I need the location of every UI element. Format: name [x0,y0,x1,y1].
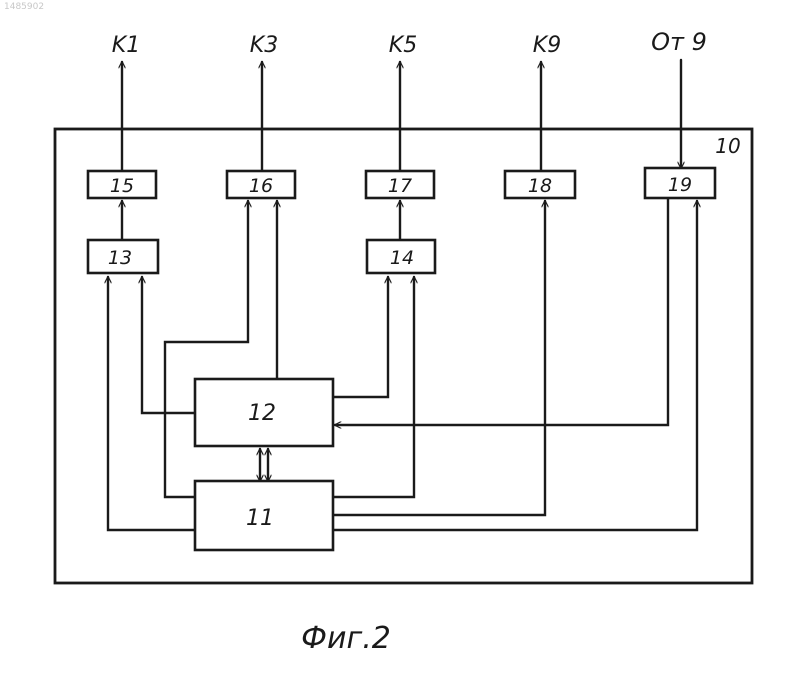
line-11-to-14 [333,277,414,497]
line-19-to-12 [335,198,668,425]
terminal-k1: K1 [112,33,140,58]
terminal-k3: K3 [250,33,278,58]
block-19: 19 [645,168,715,198]
line-12-to-13 [142,277,195,413]
block-15-label: 15 [110,175,134,197]
line-11-to-18 [333,201,545,515]
line-11-to-13 [108,277,195,530]
block-12-label: 12 [248,401,276,426]
block-16: 16 [227,171,295,198]
figure-caption: Фиг.2 [301,621,391,656]
terminal-k9: K9 [533,33,561,58]
terminal-from9: От 9 [651,28,707,56]
block-18-label: 18 [528,175,552,197]
block-17: 17 [366,171,434,198]
block-11-label: 11 [246,506,274,531]
block-15: 15 [88,171,156,198]
line-11-to-16 [165,201,248,497]
block-14-label: 14 [390,247,414,269]
block-14: 14 [367,240,435,273]
block-13-label: 13 [108,247,132,269]
block-18: 18 [505,171,575,198]
block-12: 12 [195,379,333,446]
corner-id-text: 1485902 [4,2,44,12]
block-13: 13 [88,240,158,273]
block-11: 11 [195,481,333,550]
block-19-label: 19 [668,174,692,196]
line-12-to-14 [333,277,388,397]
outer-block-label: 10 [715,134,740,158]
block-17-label: 17 [388,175,412,197]
terminal-k5: K5 [389,33,417,58]
block-16-label: 16 [249,175,273,197]
